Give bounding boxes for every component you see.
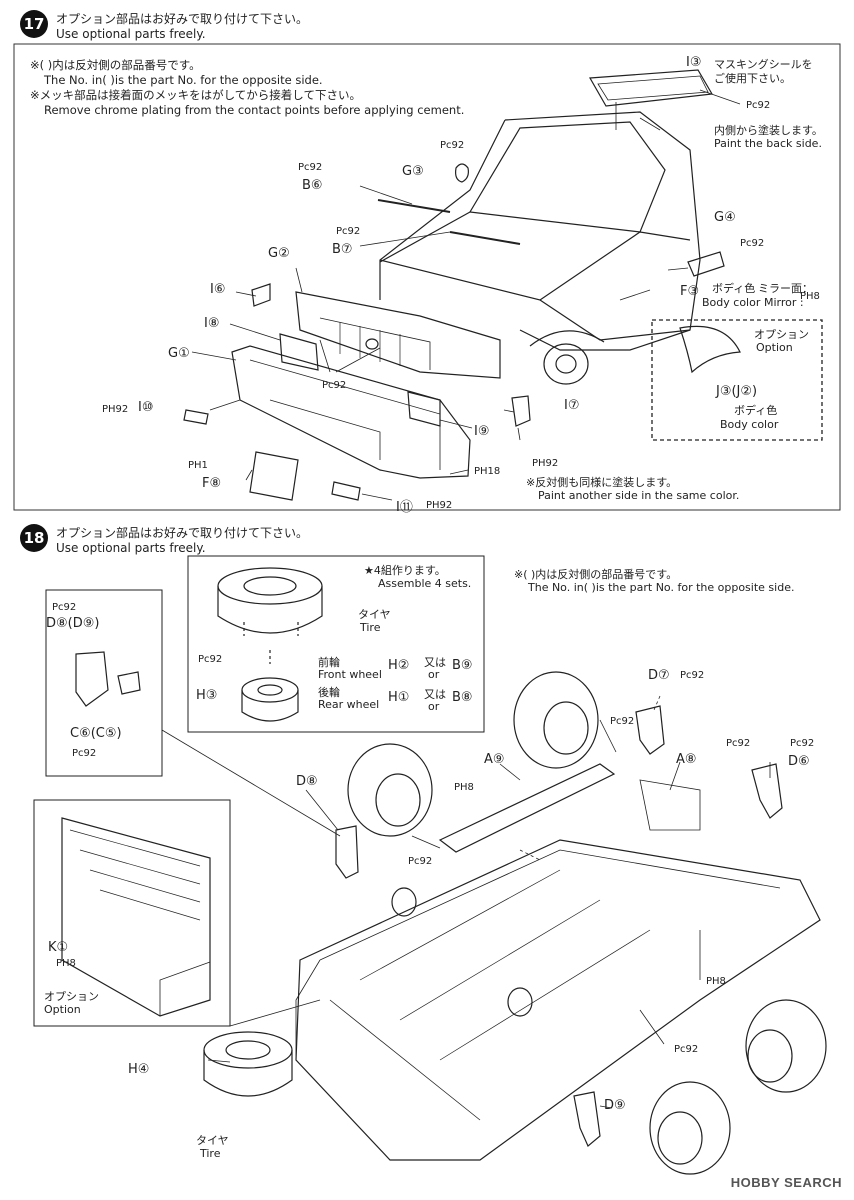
body-color-en: Body color bbox=[702, 296, 761, 309]
paint-code-grille: Pc92 bbox=[322, 380, 347, 391]
step-17-number: 17 bbox=[20, 10, 48, 38]
paint-code-g3: Pc92 bbox=[440, 140, 465, 151]
paint-back-jp: 内側から塗装します。 bbox=[714, 124, 823, 137]
assemble-4-jp: ★4組作ります。 bbox=[364, 564, 446, 577]
note-opposite-en: The No. in( )is the part No. for the opp… bbox=[44, 73, 323, 87]
paint-code-i11: PH92 bbox=[426, 500, 453, 511]
note-chrome-en: Remove chrome plating from the contact p… bbox=[44, 103, 465, 117]
tire-jp: タイヤ bbox=[358, 608, 391, 621]
mirror-face-jp: ミラー面： bbox=[758, 282, 813, 295]
part-i6-label: I⑥ bbox=[210, 282, 226, 297]
front-wheel-jp: 前輪 bbox=[318, 656, 340, 669]
note-opposite-jp: ※( )内は反対側の部品番号です。 bbox=[30, 58, 201, 72]
part-b8-label: B⑧ bbox=[452, 690, 473, 705]
step-18-title-jp: オプション部品はお好みで取り付けて下さい。 bbox=[56, 526, 309, 540]
part-a8-label: A⑧ bbox=[676, 752, 697, 767]
paint-code-d7: Pc92 bbox=[680, 670, 705, 681]
part-i9-label: I⑨ bbox=[474, 424, 490, 439]
part-c6c5-label: C⑥(C⑤) bbox=[70, 726, 122, 741]
paint-code-right: PH8 bbox=[706, 976, 726, 987]
or-jp-rear: 又は bbox=[424, 688, 446, 701]
paint-code-i10: PH92 bbox=[102, 404, 129, 415]
paint-code-lower: Pc92 bbox=[674, 1044, 699, 1055]
step-18-number: 18 bbox=[20, 524, 48, 552]
part-d8-label: D⑧ bbox=[296, 774, 318, 789]
paint-code-g4: Pc92 bbox=[740, 238, 765, 249]
part-d6-label: D⑥ bbox=[788, 754, 810, 769]
part-d9-label: D⑨ bbox=[604, 1098, 626, 1113]
paint-code-f8: PH1 bbox=[188, 460, 208, 471]
masking-seal-note-jp: マスキングシールを bbox=[714, 58, 813, 71]
part-f8-label: F⑧ bbox=[202, 476, 222, 491]
part-i3-label: I③ bbox=[686, 55, 702, 70]
part-d8d9-label: D⑧(D⑨) bbox=[46, 616, 100, 631]
paint-same-jp: ※反対側も同様に塗装します。 bbox=[526, 476, 678, 489]
or-en-rear: or bbox=[428, 700, 440, 713]
paint-same-en: Paint another side in the same color. bbox=[538, 489, 740, 502]
masking-seal-note-jp2: ご使用下さい。 bbox=[714, 72, 791, 85]
step-18-title-en: Use optional parts freely. bbox=[56, 541, 206, 555]
paint-code-b7: Pc92 bbox=[336, 226, 361, 237]
part-a9-label: A⑨ bbox=[484, 752, 505, 767]
paint-code-mirror: PH8 bbox=[800, 291, 820, 302]
part-k1-label: K① bbox=[48, 940, 69, 955]
rear-wheel-jp: 後輪 bbox=[318, 686, 340, 699]
part-h4-label: H④ bbox=[128, 1062, 150, 1077]
part-h3-label: H③ bbox=[196, 688, 218, 703]
option-jp-18: オプション bbox=[44, 990, 99, 1003]
watermark: HOBBY SEARCH bbox=[730, 1175, 842, 1190]
paint-code-roof: Pc92 bbox=[746, 100, 771, 111]
paint-code-a8: Pc92 bbox=[726, 738, 751, 749]
tire-en: Tire bbox=[360, 621, 381, 634]
or-jp-front: 又は bbox=[424, 656, 446, 669]
part-f3-label: F③ bbox=[680, 284, 700, 299]
paint-code-k1: PH8 bbox=[56, 958, 76, 969]
paint-code-d6: Pc92 bbox=[790, 738, 815, 749]
paint-code-c6: Pc92 bbox=[72, 748, 97, 759]
part-g2-label: G② bbox=[268, 246, 290, 261]
fender-body-color-en: Body color bbox=[720, 418, 779, 431]
part-i10-label: I⑩ bbox=[138, 400, 154, 415]
paint-code-b6: Pc92 bbox=[298, 162, 323, 173]
part-b6-label: B⑥ bbox=[302, 178, 323, 193]
note-chrome-jp: ※メッキ部品は接着面のメッキをはがしてから接着して下さい。 bbox=[30, 88, 361, 102]
part-g4-label: G④ bbox=[714, 210, 736, 225]
paint-code-d8-inset: Pc92 bbox=[52, 602, 77, 613]
part-j3-label: J③(J②) bbox=[716, 384, 758, 399]
rear-wheel-en: Rear wheel bbox=[318, 698, 380, 711]
part-i11-label: I⑪ bbox=[396, 500, 413, 515]
option-en: Option bbox=[756, 341, 793, 354]
tire2-en: Tire bbox=[200, 1147, 221, 1160]
or-en-front: or bbox=[428, 668, 440, 681]
paint-code-i7: PH92 bbox=[532, 458, 559, 469]
mirror-en: Mirror : bbox=[764, 296, 804, 309]
paint-back-en: Paint the back side. bbox=[714, 137, 822, 150]
option-jp: オプション bbox=[754, 328, 809, 341]
step-17-title-en: Use optional parts freely. bbox=[56, 27, 206, 41]
assemble-4-en: Assemble 4 sets. bbox=[378, 577, 472, 590]
step-17-title-jp: オプション部品はお好みで取り付けて下さい。 bbox=[56, 12, 309, 26]
part-d7-label: D⑦ bbox=[648, 668, 670, 683]
front-wheel-en: Front wheel bbox=[318, 668, 382, 681]
part-i8-label: I⑧ bbox=[204, 316, 220, 331]
note-opposite-en-18: The No. in( )is the part No. for the opp… bbox=[528, 581, 795, 594]
paint-code-bumper: PH18 bbox=[474, 466, 501, 477]
paint-code-hub: Pc92 bbox=[198, 654, 223, 665]
paint-code-bar: Pc92 bbox=[408, 856, 433, 867]
part-g3-label: G③ bbox=[402, 164, 424, 179]
tire2-jp: タイヤ bbox=[196, 1134, 229, 1147]
note-opposite-jp-18: ※( )内は反対側の部品番号です。 bbox=[514, 568, 678, 581]
fender-body-color-jp: ボディ色 bbox=[734, 404, 778, 417]
part-g1-label: G① bbox=[168, 346, 190, 361]
part-b7-label: B⑦ bbox=[332, 242, 353, 257]
part-i7-label: I⑦ bbox=[564, 398, 580, 413]
part-b9-label: B⑨ bbox=[452, 658, 473, 673]
option-en-18: Option bbox=[44, 1003, 81, 1016]
paint-code-mid: Pc92 bbox=[610, 716, 635, 727]
part-h2-label: H② bbox=[388, 658, 410, 673]
paint-code-a9: PH8 bbox=[454, 782, 474, 793]
part-h1-label: H① bbox=[388, 690, 410, 705]
body-color-jp: ボディ色 bbox=[712, 282, 756, 295]
